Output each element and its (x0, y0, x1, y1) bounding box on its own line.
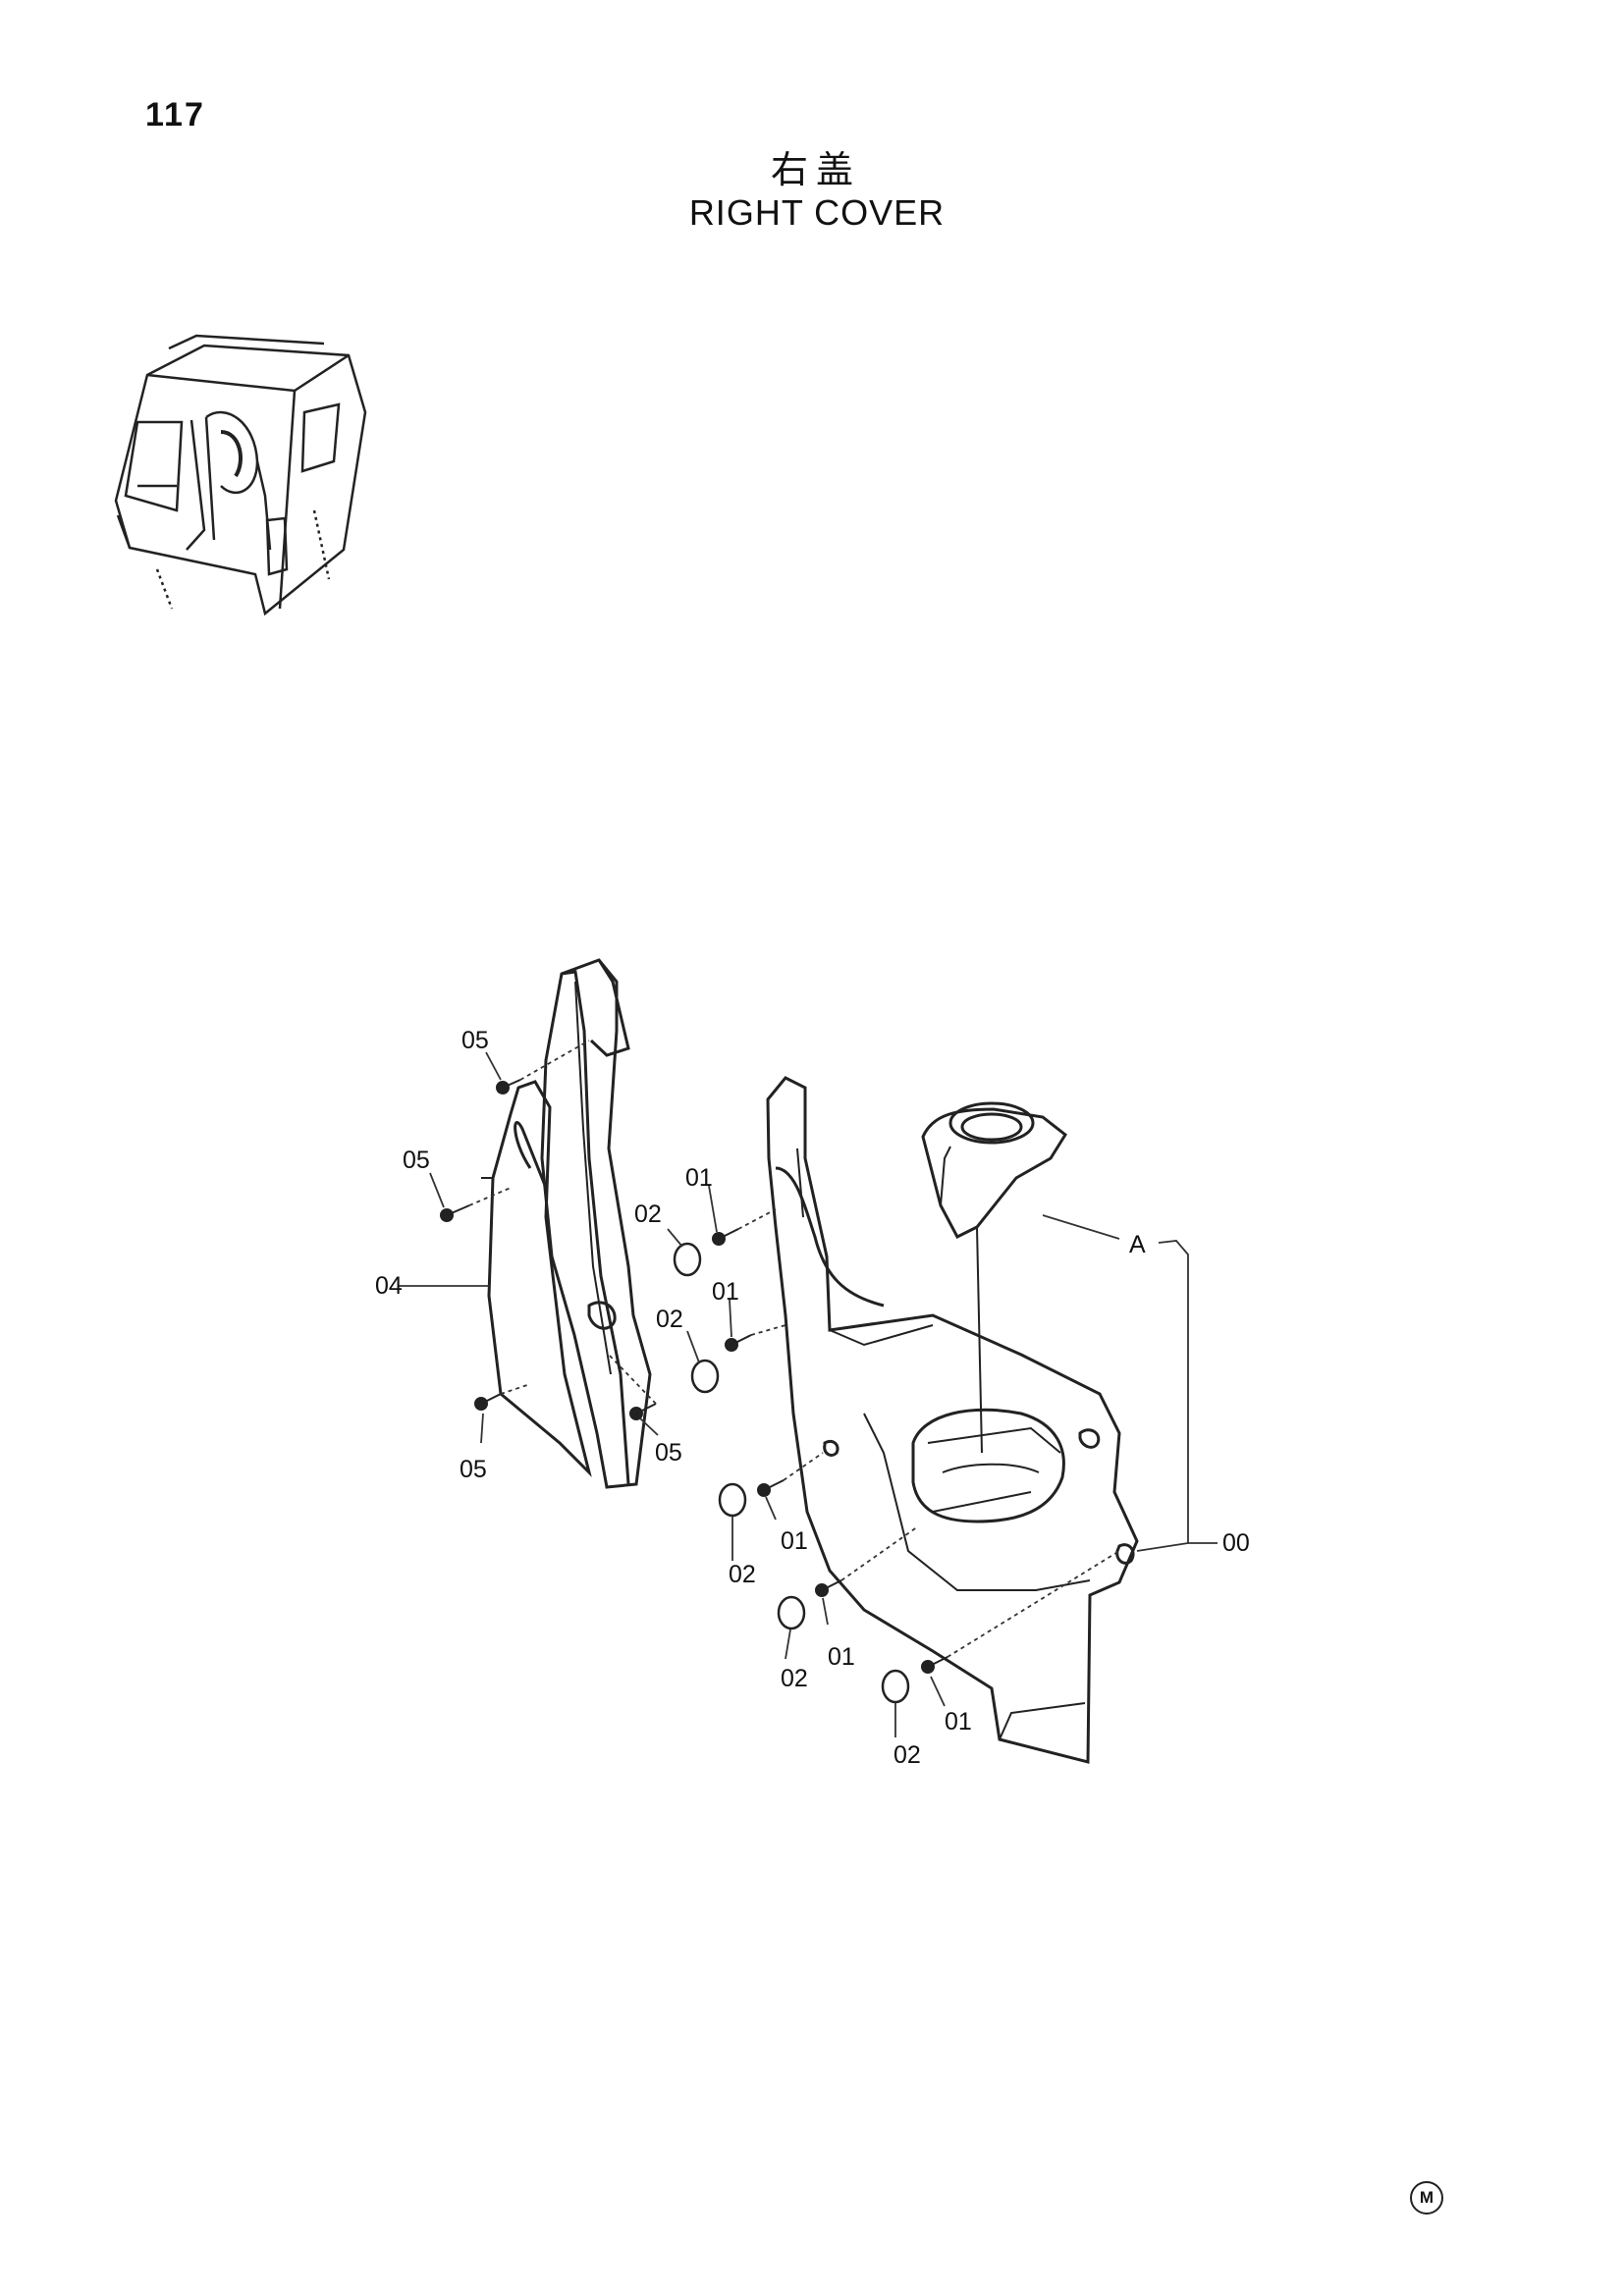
callout-02: 02 (634, 1201, 662, 1228)
callout-labels: 05 05 04 05 05 02 01 01 02 A 00 02 01 01… (375, 1027, 1250, 1769)
corner-mark: M (1410, 2181, 1443, 2215)
callout-02: 02 (656, 1306, 683, 1333)
part-00-main-cover (766, 1076, 1139, 1764)
callout-02: 02 (781, 1665, 808, 1692)
callout-01: 01 (781, 1527, 808, 1555)
callout-02: 02 (893, 1741, 921, 1769)
callout-01: 01 (945, 1708, 972, 1735)
callout-05: 05 (403, 1147, 430, 1174)
callout-01: 01 (712, 1278, 739, 1306)
page-number: 117 (145, 96, 205, 133)
part-02-caps (673, 1242, 910, 1704)
callout-04: 04 (375, 1272, 403, 1300)
title-english: RIGHT COVER (688, 192, 946, 233)
callout-00: 00 (1222, 1529, 1250, 1557)
cab-overview-illustration (114, 334, 367, 616)
callout-05: 05 (461, 1027, 489, 1054)
callout-05: 05 (655, 1439, 682, 1467)
part-04-pillar-cover (514, 958, 652, 1489)
title-chinese: 右盖 (770, 148, 861, 191)
callout-A: A (1129, 1231, 1146, 1258)
part-A-air-duct (921, 1101, 1067, 1454)
callout-01: 01 (828, 1643, 855, 1671)
part-04-side-panel (481, 1080, 592, 1477)
screw-fasteners (440, 1079, 948, 1674)
callout-05: 05 (460, 1456, 487, 1483)
callout-02: 02 (729, 1561, 756, 1588)
callout-01: 01 (685, 1164, 713, 1192)
leader-lines (398, 1040, 1218, 1737)
